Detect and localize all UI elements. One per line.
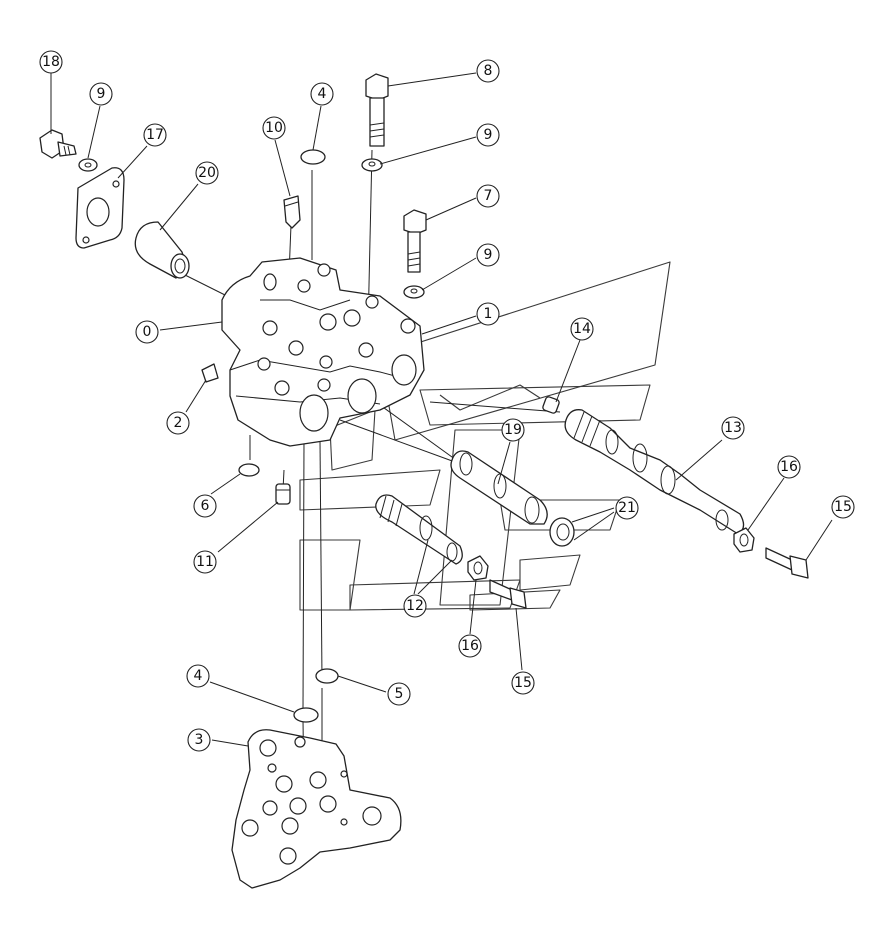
nut-16-lower [467, 555, 489, 581]
svg-text:15: 15 [834, 499, 852, 515]
callout-15-right: 15 [831, 495, 855, 519]
callout-17: 17 [143, 123, 167, 147]
callout-9-right: 9 [476, 243, 500, 267]
callout-15-lower: 15 [511, 671, 535, 695]
svg-text:8: 8 [484, 63, 493, 79]
bolt-18 [39, 129, 77, 159]
svg-text:20: 20 [198, 165, 216, 181]
svg-text:13: 13 [724, 420, 742, 436]
callout-16-right: 16 [777, 455, 801, 479]
svg-text:16: 16 [780, 459, 798, 475]
svg-text:0: 0 [143, 324, 152, 340]
callout-14: 14 [570, 317, 594, 341]
svg-text:4: 4 [318, 86, 327, 102]
snap-ring-21 [549, 517, 575, 547]
spool-13 [564, 409, 745, 535]
svg-text:9: 9 [484, 127, 493, 143]
plug-10 [283, 195, 301, 229]
callout-2: 2 [166, 411, 190, 435]
callout-20: 20 [195, 161, 219, 185]
callout-11: 11 [193, 550, 217, 574]
spool-12 [375, 494, 463, 565]
svg-text:6: 6 [201, 498, 210, 514]
svg-text:18: 18 [42, 54, 60, 70]
svg-text:17: 17 [146, 127, 164, 143]
plug-14 [542, 396, 560, 414]
svg-text:16: 16 [461, 638, 479, 654]
nut-16-right [733, 527, 755, 553]
callout-4-lower: 4 [186, 664, 210, 688]
washer-9-right [403, 285, 425, 299]
svg-text:4: 4 [194, 668, 203, 684]
callout-7: 7 [476, 184, 500, 208]
callout-3: 3 [187, 728, 211, 752]
svg-text:5: 5 [395, 686, 404, 702]
pin-2 [201, 363, 219, 383]
svg-text:7: 7 [484, 188, 493, 204]
screw-15-lower [489, 579, 527, 609]
svg-text:21: 21 [618, 500, 636, 516]
callout-10: 10 [262, 116, 286, 140]
o-ring-5 [315, 668, 339, 684]
svg-text:9: 9 [97, 86, 106, 102]
o-ring-6 [238, 463, 260, 477]
callout-4-upper: 4 [310, 82, 334, 106]
screw-15-right [765, 547, 809, 579]
bolt-7 [403, 209, 427, 273]
svg-text:10: 10 [265, 120, 283, 136]
leader-lines [50, 72, 833, 747]
svg-text:11: 11 [196, 554, 214, 570]
callout-6: 6 [193, 494, 217, 518]
svg-text:2: 2 [174, 415, 183, 431]
callout-21: 21 [615, 496, 639, 520]
callout-8: 8 [476, 59, 500, 83]
callout-13: 13 [721, 416, 745, 440]
callout-0: 0 [135, 320, 159, 344]
svg-text:14: 14 [573, 321, 591, 337]
svg-text:9: 9 [484, 247, 493, 263]
callout-18: 18 [39, 50, 63, 74]
svg-text:3: 3 [195, 732, 204, 748]
callout-16-lower: 16 [458, 634, 482, 658]
plug-11 [275, 483, 291, 505]
callout-12: 12 [403, 594, 427, 618]
valve-body-1 [221, 257, 425, 447]
callout-9-middle: 9 [476, 123, 500, 147]
svg-text:15: 15 [514, 675, 532, 691]
svg-text:12: 12 [406, 598, 424, 614]
svg-text:19: 19 [504, 422, 522, 438]
callout-1: 1 [476, 302, 500, 326]
svg-text:1: 1 [484, 306, 493, 322]
washer-9-middle [361, 158, 383, 172]
spool-19 [450, 450, 548, 525]
callout-5: 5 [387, 682, 411, 706]
washer-9-left [78, 158, 98, 172]
base-plate-3 [231, 729, 402, 889]
cover-plate-17 [75, 167, 125, 249]
bolt-8 [365, 73, 389, 147]
o-ring-4-upper [300, 149, 326, 165]
callout-9-left: 9 [89, 82, 113, 106]
o-ring-4-lower [293, 707, 319, 723]
sleeve-20 [134, 221, 190, 279]
callout-19: 19 [501, 418, 525, 442]
